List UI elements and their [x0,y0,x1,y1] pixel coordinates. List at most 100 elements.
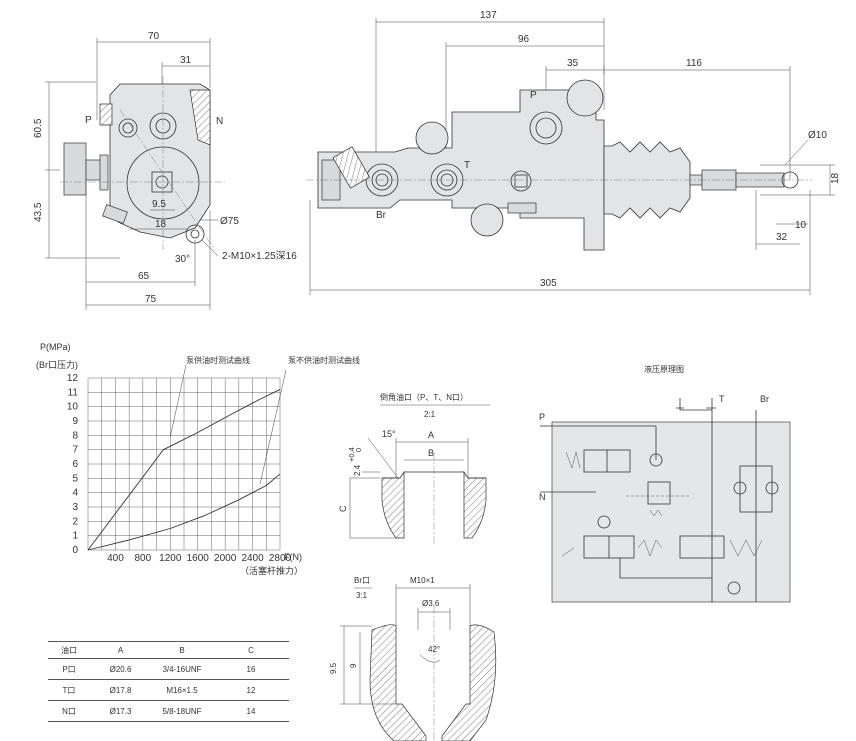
chart-xtick: 1600 [187,553,210,564]
chart-ytick: 1 [72,531,78,542]
side-label-n: N [216,116,223,127]
table-cell: 12 [213,679,289,701]
side-view: 70 31 60.5 43.5 18 [33,31,297,310]
front-label-br: Br [376,210,387,221]
table-cell: 5/8-18UNF [151,700,213,722]
label-phi10: Ø10 [808,130,827,141]
table-cell: 3/4-16UNF [151,658,213,680]
detail1-b: B [428,448,434,458]
table-header: C [213,641,289,659]
table-row: P口 Ø20.6 3/4-16UNF 16 [48,658,289,680]
detail1-angle: 15° [382,429,396,439]
table-cell: P口 [48,658,90,680]
hydraulic-n: N [539,492,546,502]
side-label-p: P [85,115,92,126]
chart-ytick: 12 [67,373,79,384]
detail2-d9: 9 [349,663,358,668]
chart-ytick: 11 [68,387,79,398]
detail1-scale: 2:1 [424,410,436,419]
legend-series-2: 泵不供油时测试曲线 [288,355,360,365]
dim-70: 70 [148,31,160,42]
dim-137: 137 [480,10,497,21]
front-label-t: T [464,160,470,171]
chart-ytick: 9 [72,416,78,427]
chart-xlabel: F(N) [284,552,302,562]
chart-ytick: 6 [72,459,78,470]
chart-ytick: 8 [72,430,78,441]
dim-305: 305 [540,278,557,289]
dim-43-5: 43.5 [33,202,44,222]
dim-31: 31 [180,55,192,66]
legend-series-1: 泵供油时测试曲线 [186,355,250,365]
table-cell: 14 [213,700,289,722]
table-cell: N口 [48,700,90,722]
detail-br-port: Br口 3:1 M10×1 Ø3.6 42° 9.5 9 [329,576,497,741]
table-cell: 16 [213,658,289,680]
side-label-thread: 2-M10×1.25深16 [222,250,297,262]
hydraulic-t: T [719,394,725,404]
chart-xtick: 2000 [214,553,237,564]
detail2-scale: 3:1 [356,591,368,600]
chart-xtick: 2400 [241,553,264,564]
dim-18: 18 [155,219,167,230]
side-label-phi75: Ø75 [220,216,239,227]
detail1-tol-upper: +0.4 [347,447,356,462]
chart-ytick: 3 [72,502,78,513]
table-header: 油口 [48,641,90,659]
dim-32: 32 [776,232,788,243]
chart-ytick: 10 [67,402,79,413]
table-header: B [151,641,213,659]
detail1-c: C [338,505,348,512]
detail1-title: 倒角油口（P、T、N口） [380,392,468,402]
chart-ylabel: P(MPa) [40,342,71,352]
port-dimension-table: 油口 A B C P口 Ø20.6 3/4-16UNF 16 T口 Ø17.8 … [48,641,289,722]
hydraulic-br: Br [760,394,769,404]
table-cell: Ø17.8 [90,679,151,701]
detail-chamfer-port: 倒角油口（P、T、N口） 2:1 A B C 15° 2.4 +0.4 0 [338,392,490,545]
dim-116: 116 [686,58,702,69]
chart-series-line-1 [87,389,281,551]
chart-ytick: 5 [72,473,78,484]
front-label-p: P [530,90,537,101]
chart-xtick: 400 [107,553,124,564]
detail2-thread: M10×1 [410,576,435,585]
detail1-tol-lower: 0 [354,448,363,452]
front-view: 137 96 35 116 [306,10,841,295]
table-cell: Ø20.6 [90,658,151,680]
table-row: T口 Ø17.8 M16×1.5 12 [48,679,289,701]
dim-18-right: 18 [830,172,841,184]
dim-10: 10 [795,220,807,231]
table-cell: Ø17.3 [90,700,151,722]
chart-ytick: 7 [72,445,78,456]
chart-ytick: 2 [72,516,78,527]
detail2-angle: 42° [428,645,440,654]
hydraulic-title: 液压原理图 [644,364,684,374]
table-row: N口 Ø17.3 5/8-18UNF 14 [48,700,289,722]
table-cell: T口 [48,679,90,701]
side-label-angle: 30° [175,254,190,265]
table-header: A [90,641,151,659]
hydraulic-schematic: 液压原理图 P T Br N [539,364,791,603]
detail2-d9-5: 9.5 [329,662,338,674]
detail2-title: Br口 [354,576,370,585]
dim-65: 65 [138,271,150,282]
dim-60-5: 60.5 [33,118,44,138]
chart-ytick: 4 [72,488,78,499]
chart-xtick: 1200 [159,553,182,564]
chart-ylabel2: (Br口压力) [36,359,78,370]
detail1-depth: 2.4 [353,464,362,476]
hydraulic-p: P [539,412,545,422]
dim-96: 96 [518,34,530,45]
chart-xtick: 800 [135,553,152,564]
pressure-force-chart: P(MPa) (Br口压力) F(N) （活塞杆推力） 012345678910… [36,342,360,576]
table-cell: M16×1.5 [151,679,213,701]
table-header-row: 油口 A B C [48,641,289,659]
detail2-phi: Ø3.6 [422,599,440,608]
chart-xlabel2: （活塞杆推力） [240,565,303,576]
dim-75: 75 [145,294,157,305]
chart-xtick: 2800 [269,553,292,564]
chart-ytick: 0 [72,545,78,556]
dim-35: 35 [567,58,579,69]
dim-9-5: 9.5 [152,199,166,210]
